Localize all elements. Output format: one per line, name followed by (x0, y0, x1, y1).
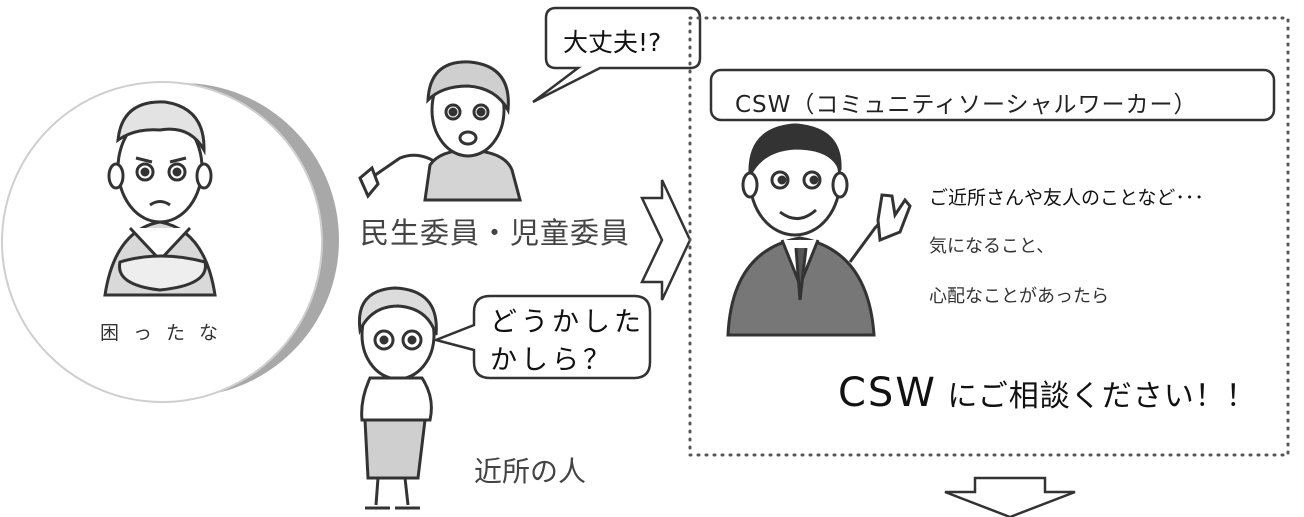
neighbor-label: 近所の人 (474, 455, 587, 488)
arrow-down-icon (944, 476, 1076, 517)
neighbor-speech-line2: かしら？ (490, 345, 614, 376)
csw-title-box (709, 68, 1276, 122)
neighbor-speech-line1: どうかした (490, 307, 645, 338)
csw-man-illustration (726, 123, 912, 337)
csw-title: CSW（コミュニティソーシャルワーカー） (735, 92, 1198, 118)
cta-consult-text: にご相談ください！！ (936, 379, 1257, 414)
csw-message-line1: ご近所さんや友人のことなど･･･ (929, 187, 1204, 209)
speech-bubble-neighbor (431, 294, 652, 380)
worried-man-illustration (103, 100, 217, 297)
csw-dotted-box (688, 16, 1290, 457)
worried-caption: 困ったな (100, 322, 233, 344)
arrow-right-icon (640, 179, 692, 301)
minsei-speech-text: 大丈夫!? (563, 28, 662, 57)
speech-bubble-daijoubu (532, 6, 702, 104)
minsei-label: 民生委員・児童委員 (360, 216, 631, 250)
csw-message-line3: 心配なことがあったら (929, 286, 1109, 307)
csw-message-line2: 気になること、 (929, 236, 1055, 257)
neighbor-woman-illustration (357, 286, 438, 510)
minsei-woman-illustration (358, 60, 522, 202)
cta-csw: CSW (838, 370, 937, 416)
csw-call-to-action: CSW にご相談ください！！ (838, 370, 1257, 416)
